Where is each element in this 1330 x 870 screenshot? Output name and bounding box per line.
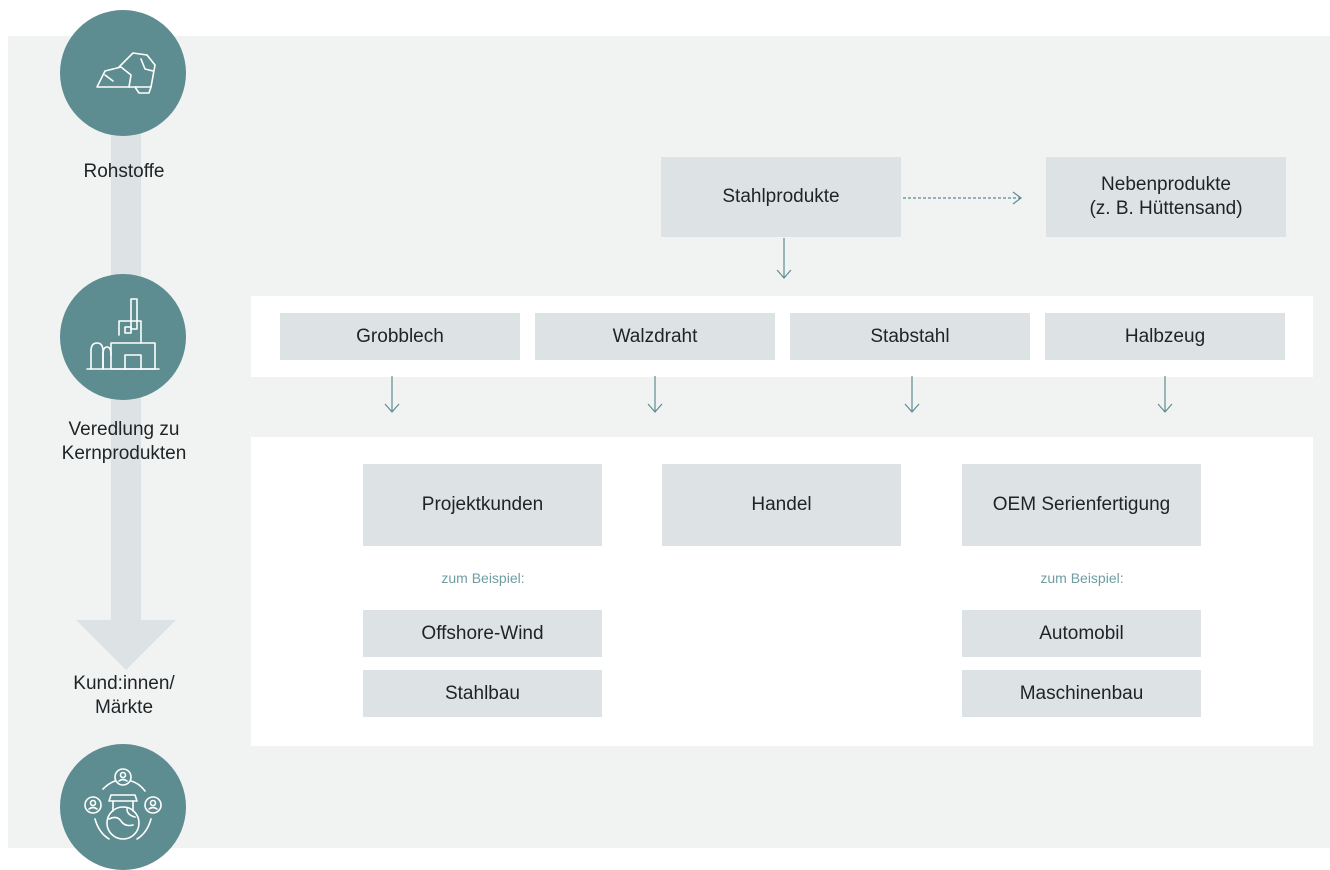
global-customers-icon <box>84 768 162 840</box>
step-raw-materials-label: Rohstoffe <box>83 161 165 182</box>
project-example-label: zum Beispiel: <box>441 570 525 586</box>
dashed-arrow-to-byproducts <box>903 191 1022 205</box>
project-customers-box: Projektkunden <box>363 464 602 546</box>
markets-circle <box>60 744 186 870</box>
example-maschinenbau: Maschinenbau <box>962 670 1201 717</box>
example-automobil: Automobil <box>962 610 1201 657</box>
step-refinement-line2: Kernprodukten <box>61 443 187 464</box>
arrow-grobblech-down <box>384 376 400 413</box>
example-stahlbau: Stahlbau <box>363 670 602 717</box>
refinement-circle <box>60 274 186 400</box>
trade-box: Handel <box>662 464 901 546</box>
core-product-walzdraht: Walzdraht <box>535 313 775 360</box>
oem-box: OEM Serienfertigung <box>962 464 1201 546</box>
step-markets-line1: Kund:innen/ <box>73 673 175 694</box>
step-markets-line2: Märkte <box>94 697 154 718</box>
step-markets-label: Kund:innen/ Märkte <box>24 672 224 720</box>
step-refinement-line1: Veredlung zu <box>68 419 180 440</box>
factory-icon <box>86 298 160 370</box>
byproducts-box: Nebenprodukte (z. B. Hüttensand) <box>1046 157 1286 237</box>
arrow-halbzeug-down <box>1157 376 1173 413</box>
arrow-steel-to-core <box>776 238 792 279</box>
rocks-icon <box>96 52 156 94</box>
core-product-stabstahl: Stabstahl <box>790 313 1030 360</box>
step-refinement-label: Veredlung zu Kernprodukten <box>24 418 224 466</box>
steel-products-box: Stahlprodukte <box>661 157 901 237</box>
byproducts-line2: (z. B. Hüttensand) <box>1089 198 1243 219</box>
byproducts-line1: Nebenprodukte <box>1101 174 1231 195</box>
core-product-halbzeug: Halbzeug <box>1045 313 1285 360</box>
example-offshore-wind: Offshore-Wind <box>363 610 602 657</box>
arrow-walzdraht-down <box>647 376 663 413</box>
arrow-stabstahl-down <box>904 376 920 413</box>
raw-materials-circle <box>60 10 186 136</box>
core-product-grobblech: Grobblech <box>280 313 520 360</box>
oem-example-label: zum Beispiel: <box>1040 570 1124 586</box>
